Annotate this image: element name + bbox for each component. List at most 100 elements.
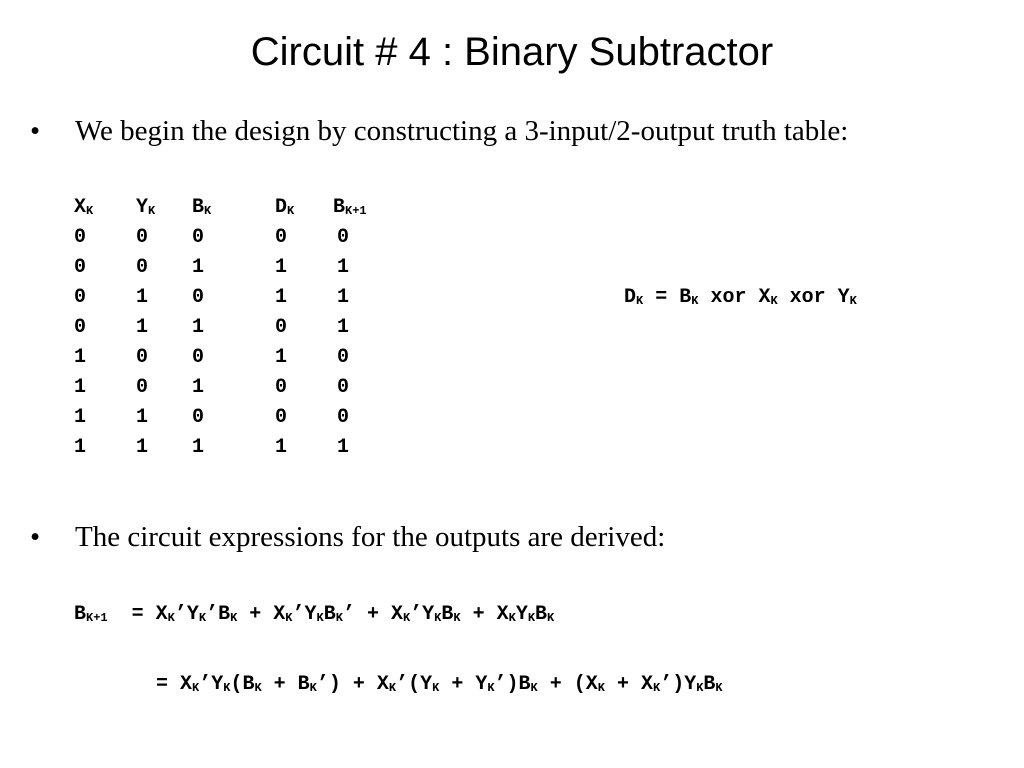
subscript: K bbox=[316, 611, 324, 625]
formula-text: + X bbox=[604, 673, 653, 696]
formula-text: + B bbox=[261, 673, 310, 696]
truth-table-cell: 1 bbox=[74, 435, 87, 459]
subscript: K bbox=[849, 294, 857, 308]
subscript: K bbox=[432, 681, 440, 695]
truth-table-cell: 1 bbox=[74, 405, 87, 429]
truth-table-cell: 1 bbox=[136, 285, 149, 309]
truth-table-row: 0 0 1 1 1 bbox=[74, 252, 397, 282]
formula-text: B bbox=[74, 603, 87, 626]
truth-table-cell: 1 bbox=[275, 285, 288, 309]
truth-table-header-row: XK YK BK DK BK+1 bbox=[74, 192, 397, 222]
header-cell: BK+1 bbox=[333, 195, 367, 219]
truth-table-cell: 0 bbox=[337, 225, 350, 249]
formula-text: ’)B bbox=[494, 673, 531, 696]
truth-table-cell: 0 bbox=[337, 405, 350, 429]
truth-table-cell: 0 bbox=[275, 375, 288, 399]
truth-table-cell: 1 bbox=[337, 435, 350, 459]
header-cell: DK bbox=[275, 195, 295, 219]
truth-table-cell: 1 bbox=[337, 315, 350, 339]
truth-table-cell: 0 bbox=[136, 345, 149, 369]
truth-table-cell: 0 bbox=[275, 315, 288, 339]
formula-text: + (X bbox=[537, 673, 598, 696]
subscript: K bbox=[636, 294, 644, 308]
formula-text: = B bbox=[643, 286, 692, 309]
formula-text: D bbox=[624, 286, 637, 309]
subscript: K bbox=[434, 611, 442, 625]
truth-table-cell: 1 bbox=[275, 255, 288, 279]
subscript: K bbox=[527, 611, 536, 625]
truth-table-cell: 0 bbox=[74, 255, 87, 279]
truth-table-cell: 0 bbox=[136, 255, 149, 279]
subscript: K bbox=[508, 611, 516, 625]
bullet-item-truth-table: • We begin the design by constructing a 3… bbox=[30, 113, 848, 149]
header-cell: BK bbox=[192, 195, 212, 219]
truth-table-cell: 0 bbox=[192, 225, 205, 249]
subscript: K bbox=[770, 294, 778, 308]
subscript: K bbox=[285, 611, 293, 625]
formula-text: = X bbox=[156, 673, 193, 696]
subscript: K bbox=[652, 681, 661, 695]
formula-text: xor X bbox=[698, 286, 771, 309]
truth-table-cell: 1 bbox=[192, 315, 205, 339]
formula-text: xor Y bbox=[777, 286, 850, 309]
subscript: K bbox=[192, 681, 200, 695]
truth-table-cell: 0 bbox=[337, 375, 350, 399]
bullet-dot: • bbox=[30, 521, 41, 553]
truth-table-cell: 1 bbox=[192, 255, 205, 279]
subscript: K bbox=[254, 681, 262, 695]
header-cell: YK bbox=[136, 195, 156, 219]
truth-table-cell: 0 bbox=[136, 225, 149, 249]
slide-title: Circuit # 4 : Binary Subtractor bbox=[250, 30, 774, 74]
bk1-equation-line2: = XK’YK(BK + BK’) + XK’(YK + YK’)BK + (X… bbox=[156, 673, 723, 696]
truth-table-cell: 0 bbox=[74, 225, 87, 249]
bullet-dot: • bbox=[30, 115, 41, 147]
formula-text: ’ + X bbox=[342, 603, 403, 626]
truth-table-row: 0 1 0 1 1 bbox=[74, 282, 397, 312]
subscript: K bbox=[453, 611, 461, 625]
truth-table-cell: 1 bbox=[337, 255, 350, 279]
formula-text: + X bbox=[237, 603, 286, 626]
header-cell: XK bbox=[74, 195, 94, 219]
formula-text: Y bbox=[515, 603, 528, 626]
formula-text: ’Y bbox=[292, 603, 317, 626]
formula-text: ’B bbox=[206, 603, 231, 626]
formula-text: B bbox=[703, 673, 716, 696]
truth-table-cell: 0 bbox=[337, 345, 350, 369]
truth-table-row: 1 0 0 1 0 bbox=[74, 342, 397, 372]
subscript: K bbox=[309, 681, 317, 695]
subscript: K bbox=[402, 611, 411, 625]
bullet-text: The circuit expressions for the outputs … bbox=[75, 521, 666, 553]
truth-table-cell: 0 bbox=[192, 285, 205, 309]
formula-text: B bbox=[535, 603, 548, 626]
formula-text: B bbox=[323, 603, 336, 626]
subscript: K bbox=[335, 611, 343, 625]
truth-table-cell: 1 bbox=[275, 435, 288, 459]
truth-table-row: 0 0 0 0 0 bbox=[74, 222, 397, 252]
truth-table-cell: 0 bbox=[192, 345, 205, 369]
truth-table-cell: 1 bbox=[337, 285, 350, 309]
formula-text: + X bbox=[460, 603, 509, 626]
truth-table-cell: 1 bbox=[74, 375, 87, 399]
truth-table-cell: 0 bbox=[192, 405, 205, 429]
truth-table-cell: 1 bbox=[136, 405, 149, 429]
subscript: K bbox=[167, 611, 175, 625]
subscript: K bbox=[696, 681, 704, 695]
formula-text: = X bbox=[107, 603, 168, 626]
truth-table-cell: 1 bbox=[192, 435, 205, 459]
truth-table-cell: 0 bbox=[275, 225, 288, 249]
formula-text: ’)Y bbox=[660, 673, 697, 696]
formula-text: ’Y bbox=[410, 603, 435, 626]
truth-table-cell: 1 bbox=[275, 345, 288, 369]
subscript: K+1 bbox=[86, 611, 108, 625]
truth-table-cell: 1 bbox=[136, 435, 149, 459]
formula-text: (B bbox=[230, 673, 255, 696]
formula-text: ’) + X bbox=[316, 673, 389, 696]
bk1-equation-line1: BK+1 = XK’YK’BK + XK’YKBK’ + XK’YKBK + X… bbox=[74, 603, 554, 626]
truth-table-cell: 0 bbox=[74, 285, 87, 309]
truth-table-cell: 0 bbox=[74, 315, 87, 339]
subscript: K bbox=[223, 681, 231, 695]
bullet-text: We begin the design by constructing a 3-… bbox=[75, 115, 849, 147]
bullet-item-expressions: • The circuit expressions for the outputs… bbox=[30, 519, 665, 555]
truth-table-cell: 1 bbox=[74, 345, 87, 369]
